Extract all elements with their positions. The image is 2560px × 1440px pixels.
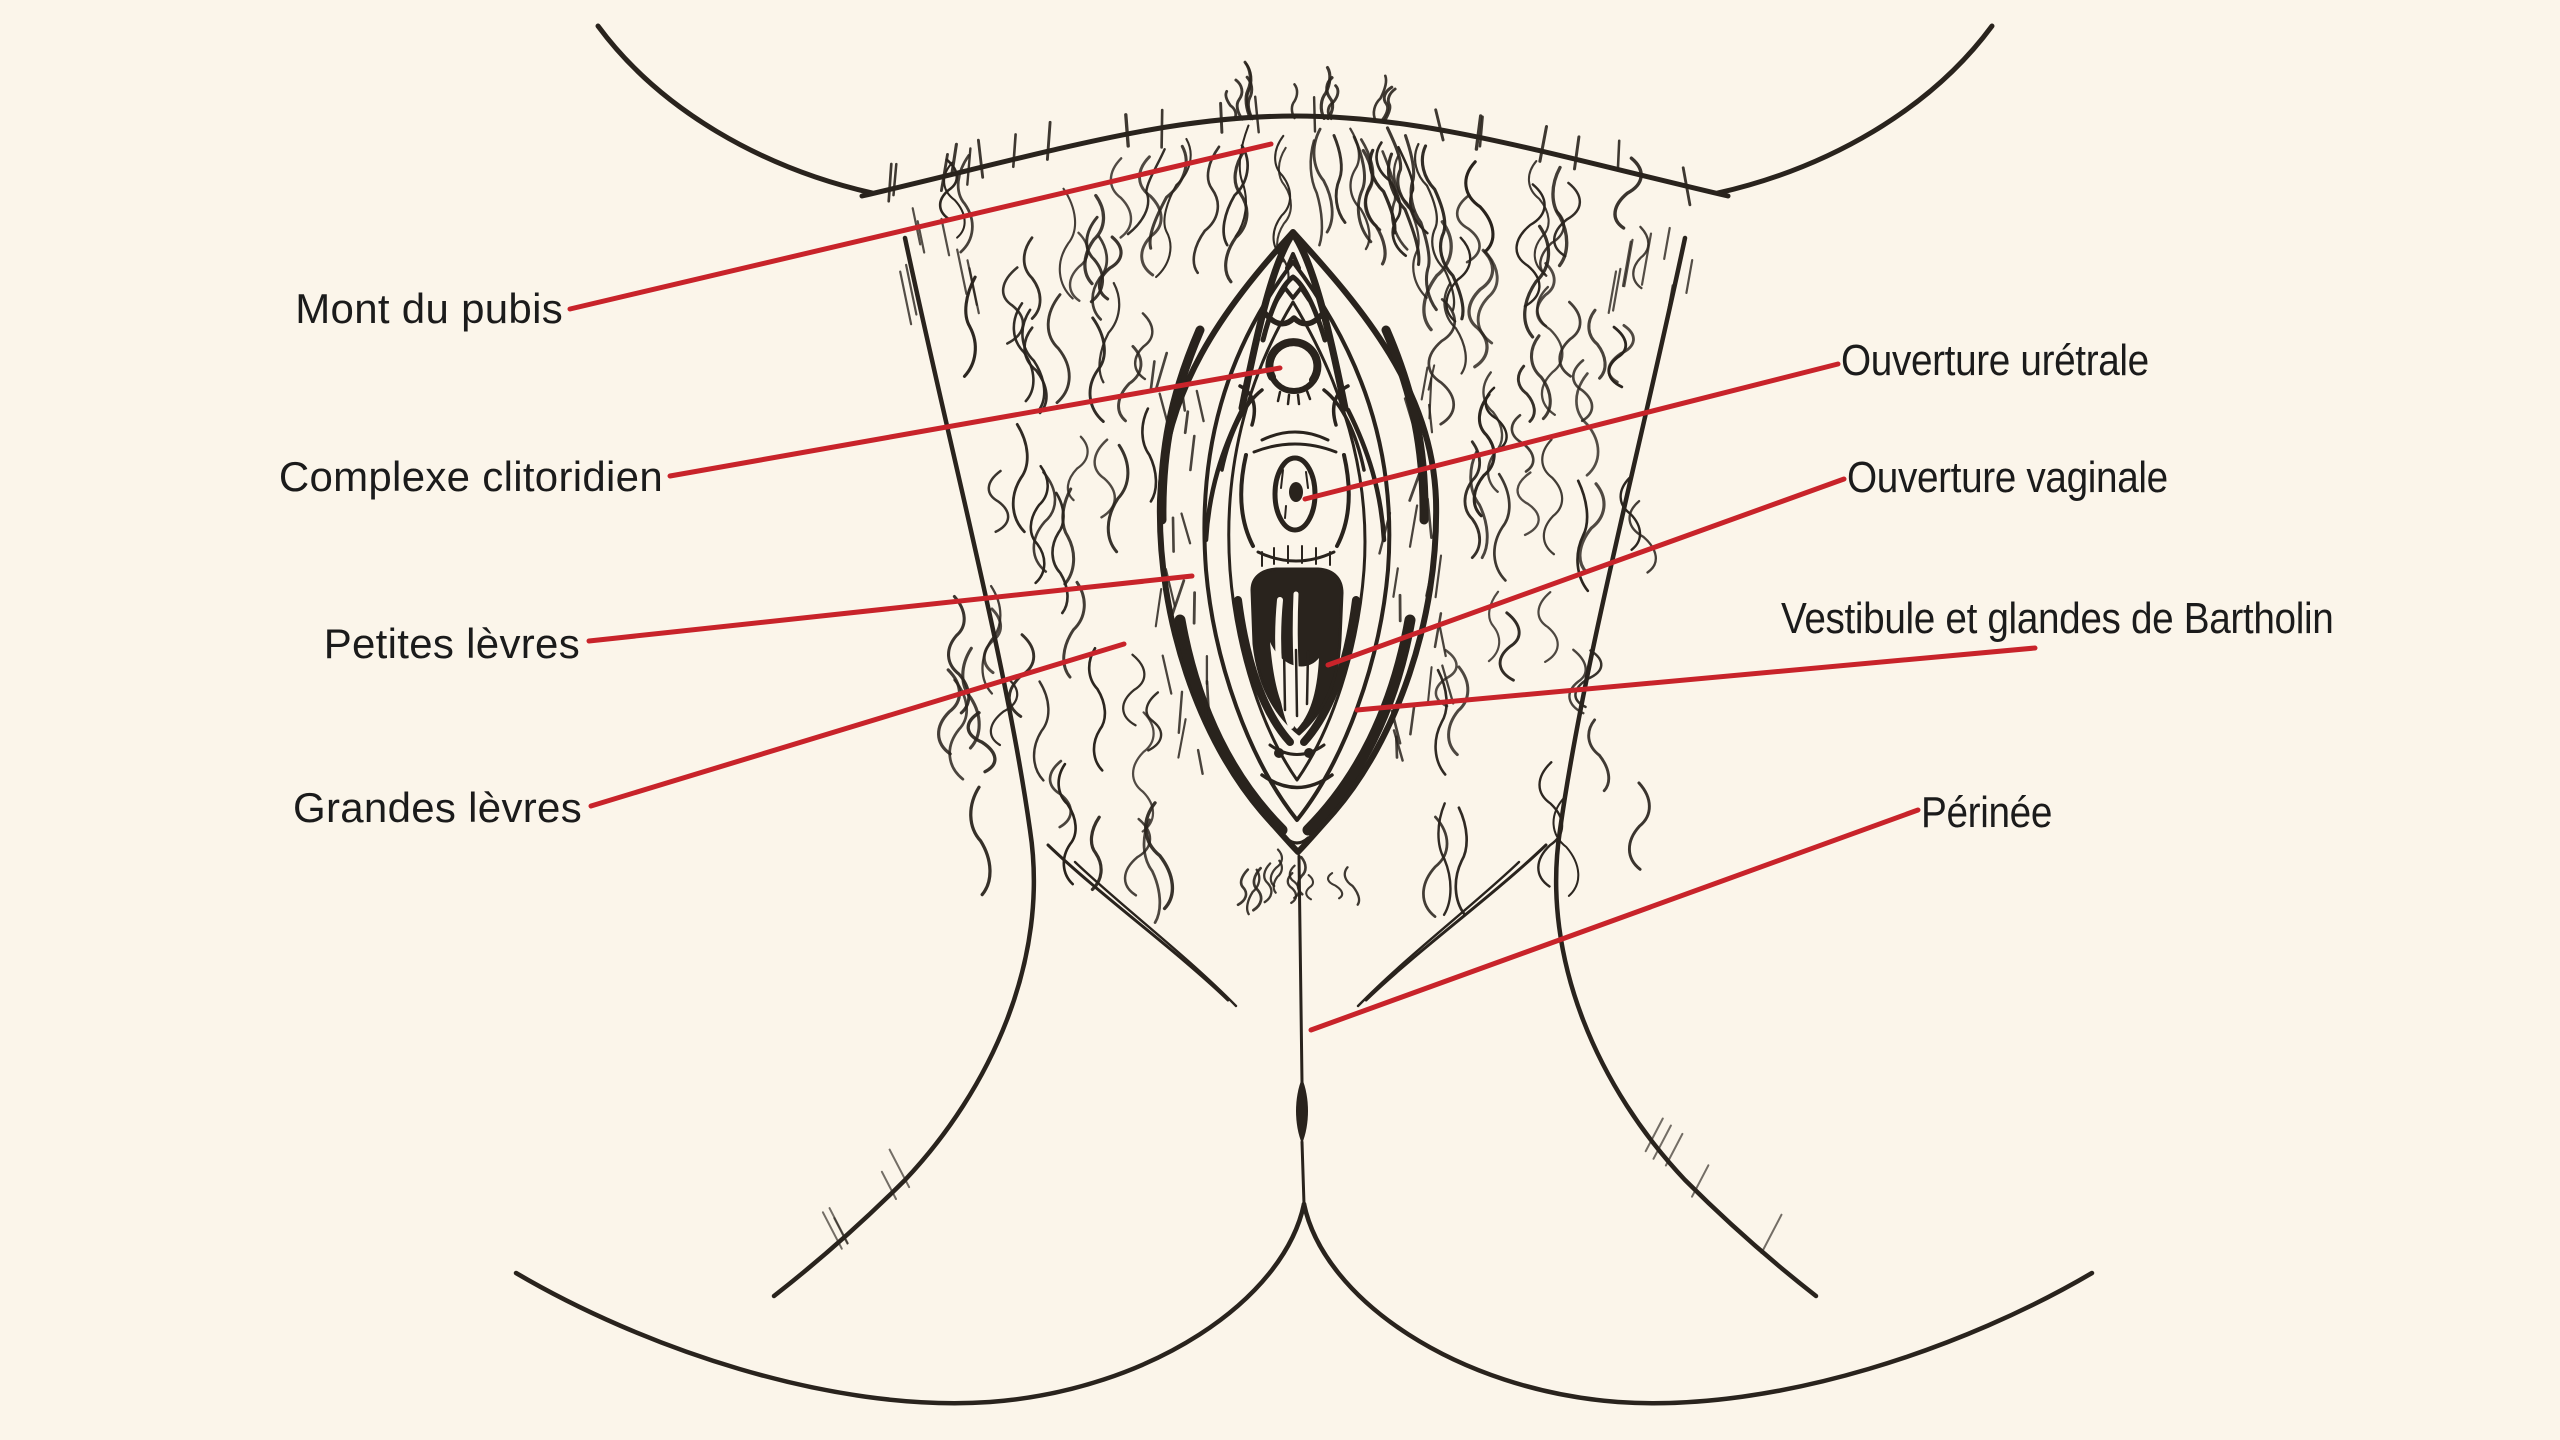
label-grandes-levres: Grandes lèvres: [293, 784, 582, 831]
mons-pubis-outline: [859, 113, 1731, 199]
labia-minora-folds: [1202, 260, 1392, 822]
leader-line-complexe-clitoridien: [667, 365, 1283, 479]
leader-line-ouverture-vaginale: [1325, 476, 1847, 668]
hip-curve-left: [595, 23, 875, 196]
inner-thigh-creases: [1046, 843, 1548, 1008]
clitoral-glans-circle: [1265, 338, 1322, 406]
pubic-hair-strokes: [821, 60, 1783, 1254]
fourchette-detail: [1260, 743, 1334, 845]
buttock-crease-right: [1301, 1201, 2095, 1406]
label-ouverture-vaginale: Ouverture vaginale: [1847, 453, 2168, 502]
leader-line-ouverture-uretrale: [1302, 361, 1841, 502]
leader-line-petites-levres: [586, 573, 1195, 644]
labia-majora-outline: [1156, 229, 1440, 855]
flank-contour-left: [771, 235, 1037, 1299]
leader-line-vestibule-et-glandes-de-bartholin: [1354, 645, 2038, 713]
leader-line-grandes-levres: [588, 641, 1127, 809]
flank-contour-right: [1553, 235, 1819, 1299]
hip-curve-right: [1715, 23, 1995, 196]
perineal-raphe-line: [1296, 854, 1308, 1206]
buttock-crease-left: [513, 1201, 1307, 1406]
leader-line-mont-du-pubis: [567, 141, 1274, 312]
leader-line-perinee: [1308, 807, 1921, 1033]
urethral-opening-shape: [1272, 455, 1318, 533]
vestibule-outline: [1239, 430, 1351, 563]
leader-lines-group: [567, 141, 2038, 1033]
label-ouverture-uretrale: Ouverture urétrale: [1841, 336, 2149, 385]
label-vestibule-et-glandes-de-bartholin: Vestibule et glandes de Bartholin: [1781, 594, 2334, 643]
label-petites-levres: Petites lèvres: [323, 620, 580, 667]
label-complexe-clitoridien: Complexe clitoridien: [278, 453, 663, 500]
clitoral-hood-path: [1220, 229, 1366, 472]
label-mont-du-pubis: Mont du pubis: [295, 285, 563, 332]
label-perinee: Périnée: [1921, 788, 2052, 837]
vaginal-opening-shape: [1250, 545, 1344, 736]
